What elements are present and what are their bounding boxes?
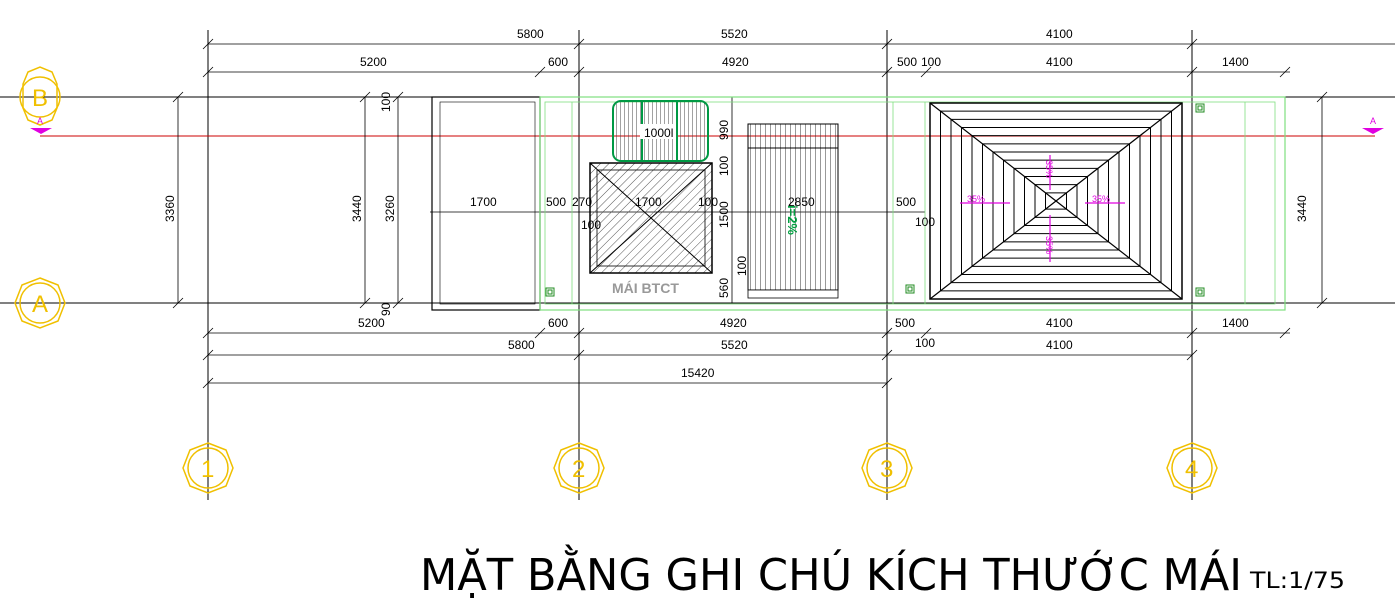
- section-mark-label: A: [37, 116, 43, 126]
- roof-label: MÁI BTCT: [612, 280, 679, 296]
- section-marker-right: A: [1362, 116, 1384, 134]
- grid-col-label: 1: [201, 456, 214, 483]
- grid-bubble-col-2: 2: [553, 442, 605, 494]
- tank-label: 1000l: [644, 126, 673, 140]
- dim-text: 5800: [508, 338, 535, 352]
- dim-text: 500: [896, 195, 916, 209]
- dim-text: 5200: [360, 55, 387, 69]
- grid-col-label: 2: [572, 456, 585, 483]
- dims-interior-vertical: 990 100 1500 100 560: [717, 120, 749, 298]
- btct-roof: [589, 162, 713, 274]
- grid-bubble-col-4: 4: [1166, 442, 1218, 494]
- dim-text: 3360: [163, 195, 177, 222]
- dim-text: 5800: [517, 27, 544, 41]
- dim-text: 100: [379, 92, 393, 112]
- dims-interior-row: 1700 500 270 1700 100 2850 500 100 100: [470, 195, 935, 232]
- slope-label-top: 35%: [1044, 160, 1054, 178]
- dim-text: 3260: [383, 195, 397, 222]
- dim-text: 100: [735, 256, 749, 276]
- drawing-title: MẶT BẰNG GHI CHÚ KÍCH THƯỚC MÁI: [420, 543, 1242, 601]
- dim-text: 4100: [1046, 27, 1073, 41]
- dim-text: 600: [548, 55, 568, 69]
- dim-text: 5520: [721, 338, 748, 352]
- dim-text: 90: [379, 302, 393, 316]
- dim-total: 15420: [681, 366, 715, 380]
- dim-text: 4100: [1046, 338, 1073, 352]
- dim-text: 4100: [1046, 55, 1073, 69]
- building-outline: [431, 96, 1286, 311]
- dim-text: 560: [717, 278, 731, 298]
- drain-icons: [545, 103, 1205, 297]
- grid-col-label: 4: [1185, 456, 1198, 483]
- grid-bubble-col-1: 1: [182, 442, 234, 494]
- grid-bubble-col-3: 3: [861, 442, 913, 494]
- hip-roof: [929, 102, 1183, 300]
- dim-text: 100: [581, 218, 601, 232]
- drawing-scale: TL:1/75: [1249, 569, 1345, 594]
- slope-arrows: [960, 155, 1125, 262]
- section-mark-label: A: [1370, 116, 1376, 126]
- dim-text: 1400: [1222, 316, 1249, 330]
- dims-top-inner: 5200 600 4920 500 100 4100 1400: [360, 55, 1249, 69]
- dim-text: 5520: [721, 27, 748, 41]
- dim-text: 4920: [720, 316, 747, 330]
- water-tank: [612, 100, 709, 162]
- metal-sheet-roof: [747, 123, 839, 299]
- grid-row-label: A: [32, 291, 48, 318]
- dim-text: 1500: [717, 201, 731, 228]
- dim-text: 100: [915, 336, 935, 350]
- dim-text: 4920: [722, 55, 749, 69]
- dim-text: 5200: [358, 316, 385, 330]
- dims-bottom-outer: 5800 5520 4100: [508, 338, 1073, 352]
- grid-col-label: 3: [880, 456, 893, 483]
- dim-text: 100: [698, 195, 718, 209]
- dim-text: 500: [546, 195, 566, 209]
- dim-text: 1700: [470, 195, 497, 209]
- dim-text: 990: [717, 120, 731, 140]
- dims-left: 3360 3440 3260 100 90: [163, 92, 397, 316]
- section-marker-left: A: [30, 116, 52, 134]
- slope-label-left: 35%: [967, 194, 985, 204]
- dim-right: 3440: [1295, 195, 1309, 222]
- dim-text: 500: [897, 55, 917, 69]
- dims-top-outer: 5800 5520 4100: [517, 27, 1073, 41]
- dim-text: 3440: [350, 195, 364, 222]
- dim-text: 1400: [1222, 55, 1249, 69]
- dims-bottom-inner: 5200 600 4920 500 100 4100 1400: [358, 316, 1249, 350]
- dim-text: 100: [921, 55, 941, 69]
- dim-text: 270: [572, 195, 592, 209]
- dim-text: 1700: [635, 195, 662, 209]
- slope-label-right: 35%: [1092, 194, 1110, 204]
- dim-text: 2850: [788, 195, 815, 209]
- dim-text: 4100: [1046, 316, 1073, 330]
- dim-text: 100: [717, 156, 731, 176]
- gutter-slope-label: i=2%: [785, 205, 800, 235]
- grid-row-label: B: [32, 85, 48, 112]
- dim-text: 100: [915, 215, 935, 229]
- grid-bubble-row-B: B: [19, 66, 61, 126]
- dim-text: 600: [548, 316, 568, 330]
- slope-label-bottom: 35%: [1044, 236, 1054, 254]
- dim-text: 500: [895, 316, 915, 330]
- grid-bubble-row-A: A: [14, 277, 66, 329]
